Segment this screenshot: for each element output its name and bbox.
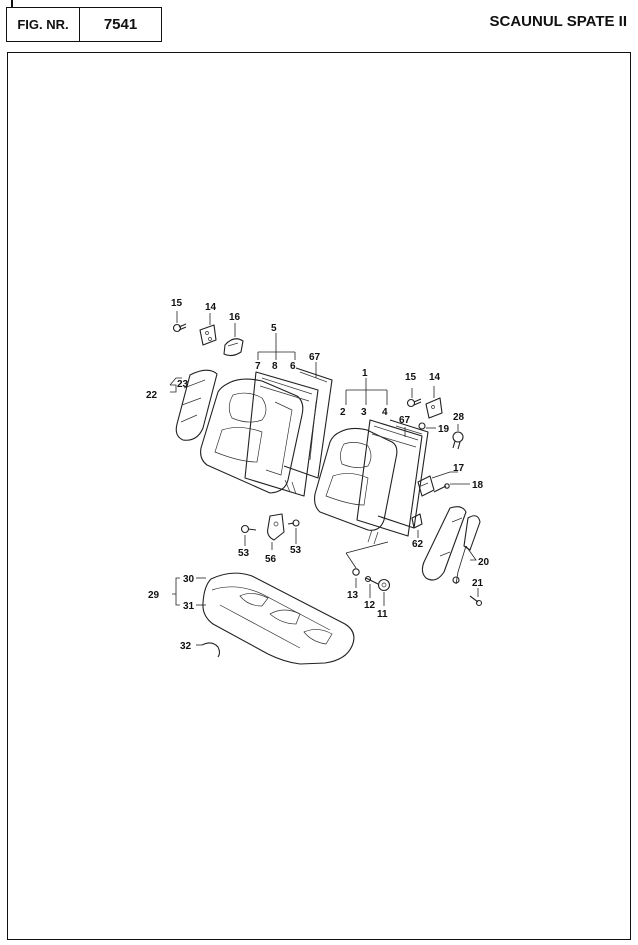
callout-28: 28 [453,412,465,423]
callout-2: 2 [340,407,346,418]
callout-6: 6 [290,361,296,372]
clip-62 [411,513,423,529]
corner-tick [11,0,13,8]
callout-7: 7 [255,361,261,372]
callout-17: 17 [453,463,465,474]
figure-number: 7541 [103,16,138,33]
bolt-28 [452,431,464,450]
callout-22: 22 [146,390,158,401]
clip-19 [418,422,426,430]
diagram-frame [7,52,631,940]
callout-11: 11 [377,609,388,620]
callout-56: 56 [265,554,277,565]
callout-53b: 53 [290,545,302,556]
leader-lines [169,311,479,646]
callout-1: 1 [362,368,368,379]
callout-23: 23 [177,379,189,390]
callout-67a: 67 [309,352,321,363]
callout-4: 4 [382,407,388,418]
callout-3: 3 [361,407,367,418]
callout-15b: 15 [405,372,417,383]
hinge-bracket-14-right [425,397,443,419]
backrest-right [314,427,398,531]
latch-17 [417,475,435,497]
callout-14b: 14 [429,372,441,383]
callout-labels: 15 14 16 5 7 8 6 67 23 22 1 2 3 4 15 14 … [146,298,490,652]
wire-32 [201,642,221,658]
callout-31: 31 [183,601,195,612]
screw-18 [433,483,450,493]
callout-20: 20 [478,557,490,568]
callout-13: 13 [347,590,359,601]
side-trim-20 [421,506,481,585]
backrest-left [200,378,304,494]
leader-13-group [345,541,389,569]
bolt-15-right [406,398,422,408]
hinge-bracket-14-left [199,324,217,346]
callout-67b: 67 [399,415,411,426]
bolt-12 [364,575,379,585]
callout-16: 16 [229,312,241,323]
page-title: SCAUNUL SPATE II [489,13,627,30]
callout-30: 30 [183,574,195,585]
callout-32: 32 [180,641,192,652]
callout-21: 21 [472,578,484,589]
callout-5: 5 [271,323,277,334]
pad-16 [223,338,244,357]
backrest-frame-left [244,367,333,497]
bolt-53-left [240,524,257,534]
seat-cushion-29 [202,572,355,665]
callout-14a: 14 [205,302,217,313]
bolt-15-left [172,323,187,333]
callout-18: 18 [472,480,484,491]
callout-12: 12 [364,600,376,611]
callout-29: 29 [148,590,160,601]
washer-11 [377,578,391,592]
side-bolster-22 [175,369,218,441]
callout-8: 8 [272,361,278,372]
screw-21 [469,595,483,607]
bracket-56 [267,513,285,541]
figure-label: FIG. NR. [7,8,80,41]
nut-13 [352,568,360,576]
callout-62: 62 [412,539,424,550]
callout-15a: 15 [171,298,183,309]
figure-number-box: FIG. NR. 7541 [6,7,162,42]
callout-19: 19 [438,424,450,435]
bolt-53-right [287,519,300,527]
callout-53a: 53 [238,548,250,559]
